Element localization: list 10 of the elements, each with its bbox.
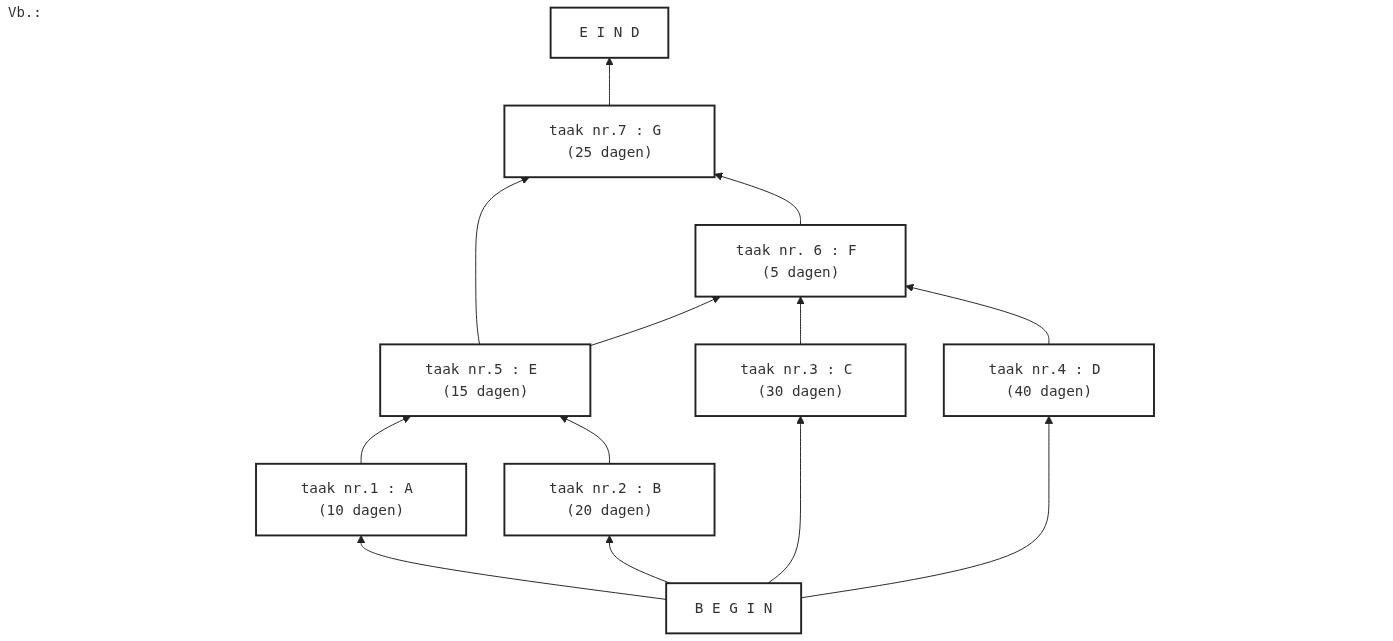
note-text: Vb.: [8, 4, 42, 20]
node-box: taak nr. 6 : F (5 dagen) [694, 224, 907, 298]
node-box: taak nr.2 : B (20 dagen) [503, 462, 716, 537]
node-box: taak nr.5 : E (15 dagen) [379, 343, 592, 417]
node-box: taak nr.1 : A (10 dagen) [255, 462, 468, 537]
node-box: taak nr.3 : C (30 dagen) [694, 343, 907, 417]
node-box: E I N D [549, 6, 670, 59]
node-box: taak nr.4 : D (40 dagen) [942, 343, 1155, 417]
node-box: taak nr.7 : G (25 dagen) [503, 104, 716, 179]
node-box: B E G I N [665, 582, 803, 635]
